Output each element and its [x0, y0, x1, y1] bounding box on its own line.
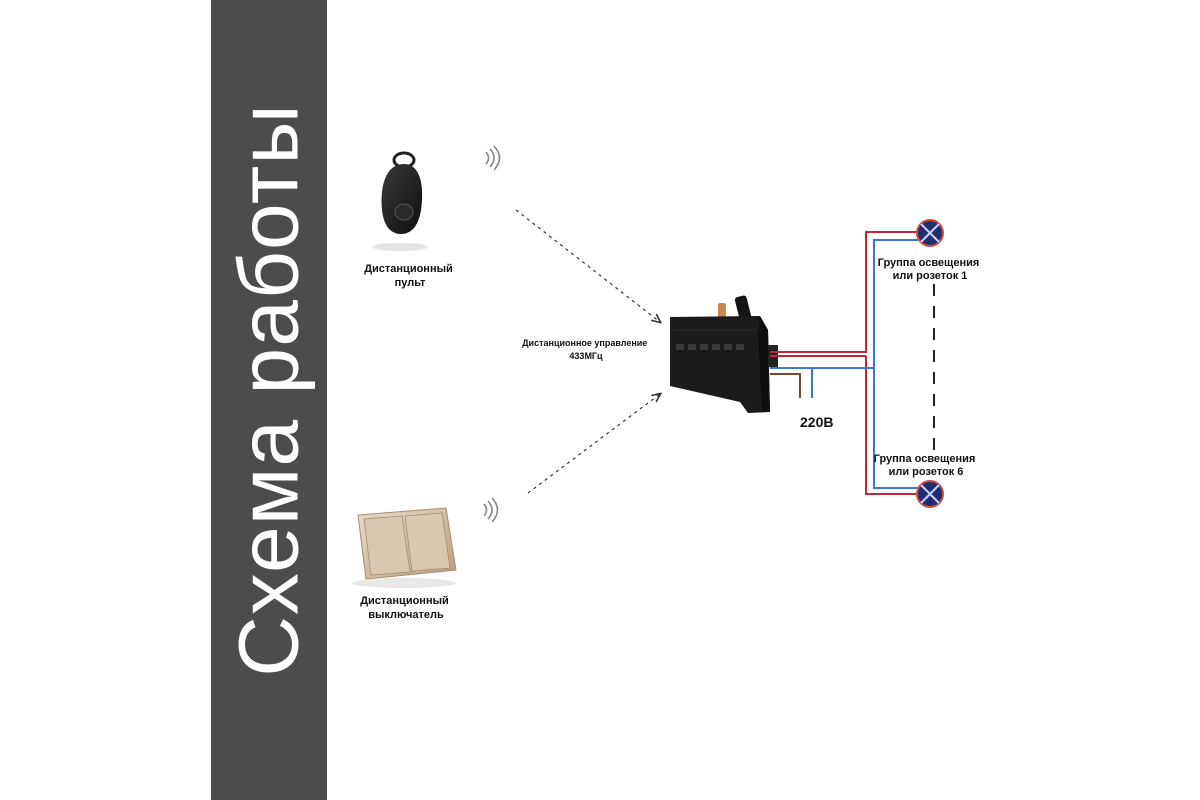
svg-text:Дистанционный выключатель: Дистанционный выключатель: [360, 595, 452, 621]
relay-controller-icon: [670, 295, 778, 413]
group6-label-line1: Группа освещения: [874, 453, 976, 465]
supply-wire: [770, 373, 801, 398]
group6-label-line2: или розеток 6: [889, 466, 964, 478]
remote-label-line2: пульт: [395, 277, 426, 289]
switch-label-line1: Дистанционный: [360, 595, 449, 607]
remote-signal-icon: [485, 145, 501, 171]
control-label-line2: 433МГц: [569, 351, 603, 361]
switch-signal-arrow: [527, 394, 660, 494]
voltage-label: 220В: [800, 414, 833, 430]
title-band: [211, 0, 327, 800]
lamp-icon-1: [916, 219, 944, 247]
group1-label-line1: Группа освещения: [878, 257, 980, 269]
svg-text:Дистанционный пульт: Дистанционный пульт: [364, 263, 456, 289]
switch-signal-icon: [483, 497, 499, 523]
lamp-icon-6: [916, 480, 944, 508]
svg-text:Группа освещения или розет: Группа освещения или розеток 1: [878, 257, 983, 282]
control-label-line1: Дистанционное управление: [522, 338, 647, 348]
wiring: [770, 231, 918, 495]
switch-label-line2: выключатель: [368, 609, 444, 621]
wall-switch-icon: [352, 507, 457, 588]
neutral-wire: [770, 239, 918, 369]
remote-fob-icon: [372, 151, 428, 251]
phase-wire: [770, 231, 918, 353]
svg-text:Дистанционное управление 4: Дистанционное управление 433МГц: [522, 338, 650, 361]
remote-signal-arrow: [515, 209, 660, 322]
remote-label-line1: Дистанционный: [364, 263, 453, 275]
svg-text:Группа освещения или розет: Группа освещения или розеток 6: [874, 453, 979, 478]
group1-label-line2: или розеток 1: [893, 270, 968, 282]
